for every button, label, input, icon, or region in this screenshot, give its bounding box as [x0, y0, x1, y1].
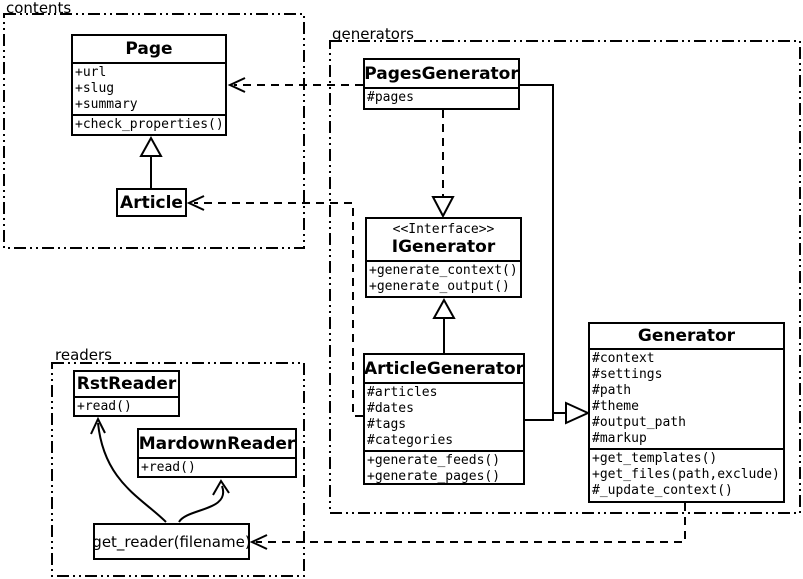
attribute: #dates	[367, 401, 414, 416]
attribute: +url	[75, 65, 107, 80]
class-page: Page +url +slug +summary +check_properti…	[71, 34, 227, 136]
package-readers-label: readers	[55, 346, 112, 364]
class-igenerator-stereotype: <<Interface>>	[392, 222, 495, 237]
method: +check_properties()	[75, 117, 224, 132]
class-rstreader-methods: +read()	[75, 396, 178, 415]
dependency-generator-to-getreader-arrow-icon	[249, 534, 268, 550]
class-page-attributes: +url +slug +summary	[73, 62, 225, 114]
package-contents-label: contents	[6, 0, 72, 17]
dependency-articlegenerator-to-article-arrow-icon	[186, 195, 205, 211]
method: +read()	[141, 460, 196, 475]
class-articlegenerator-name: ArticleGenerator	[363, 358, 525, 379]
attribute: #articles	[367, 385, 438, 400]
class-page-name: Page	[125, 39, 173, 59]
class-generator-methods: +get_templates() +get_files(path,exclude…	[590, 448, 783, 500]
dependency-pagesgenerator-to-page-arrow-icon	[227, 77, 246, 93]
attribute: #settings	[592, 367, 663, 382]
association-getreader-to-mardownreader-arrow-icon	[212, 479, 230, 496]
inheritance-article-to-page-triangle-icon	[139, 135, 163, 157]
dependency-articlegenerator-to-article-line	[194, 202, 363, 417]
realization-pagesgenerator-to-igenerator-triangle-icon	[431, 196, 455, 219]
association-getreader-to-mardownreader-curve	[178, 485, 225, 523]
inheritance-articlegenerator-to-igenerator-triangle-icon	[432, 297, 456, 319]
method: +read()	[77, 399, 132, 414]
attribute: #categories	[367, 433, 454, 448]
package-generators-border	[329, 40, 801, 514]
method: +get_files(path,exclude)	[592, 467, 780, 482]
class-page-methods: +check_properties()	[73, 114, 225, 134]
attribute: #path	[592, 383, 632, 398]
inheritance-generators-to-generator-triangle-icon	[565, 401, 591, 425]
class-generator-attributes: #context #settings #path #theme #output_…	[590, 348, 783, 448]
attribute: +summary	[75, 97, 138, 112]
class-pagesgenerator: PagesGenerator #pages	[363, 58, 520, 110]
class-articlegenerator: ArticleGenerator #articles #dates #tags …	[363, 353, 525, 485]
method: #_update_context()	[592, 483, 733, 498]
class-igenerator-name: IGenerator	[391, 237, 496, 257]
class-generator: Generator #context #settings #path #them…	[588, 322, 785, 503]
method: +get_templates()	[592, 451, 718, 466]
class-mardownreader-methods: +read()	[139, 457, 295, 476]
association-getreader-to-rstreader-curve	[97, 422, 167, 523]
class-pagesgenerator-name: PagesGenerator	[364, 63, 519, 84]
dependency-generator-to-getreader-line	[256, 503, 686, 543]
method: +generate_pages()	[367, 469, 501, 484]
attribute: #theme	[592, 399, 639, 414]
attribute: #markup	[592, 431, 647, 446]
attribute: #output_path	[592, 415, 686, 430]
class-rstreader: RstReader +read()	[73, 370, 180, 417]
package-generators-label: generators	[332, 25, 414, 43]
method: +generate_output()	[369, 279, 510, 294]
class-article: Article	[116, 188, 187, 217]
attribute: #tags	[367, 417, 407, 432]
class-article-name: Article	[120, 192, 183, 213]
attribute: #pages	[367, 90, 414, 105]
class-pagesgenerator-attributes: #pages	[365, 87, 518, 107]
function-get-reader: get_reader(filename)	[92, 523, 251, 560]
class-mardownreader-name: MardownReader	[138, 433, 296, 454]
attribute: #context	[592, 351, 655, 366]
attribute: +slug	[75, 81, 115, 96]
class-generator-name: Generator	[637, 326, 736, 346]
class-articlegenerator-attributes: #articles #dates #tags #categories	[365, 382, 523, 450]
class-igenerator-methods: +generate_context() +generate_output()	[367, 260, 520, 296]
class-igenerator-title: <<Interface>> IGenerator	[367, 219, 520, 260]
class-igenerator: <<Interface>> IGenerator +generate_conte…	[365, 217, 522, 298]
package-readers-border	[51, 362, 305, 577]
class-articlegenerator-methods: +generate_feeds() +generate_pages()	[365, 450, 523, 484]
inheritance-generators-to-generator-line	[520, 84, 554, 421]
class-mardownreader: MardownReader +read()	[137, 428, 297, 478]
method: +generate_context()	[369, 263, 518, 278]
method: +generate_feeds()	[367, 453, 501, 468]
package-contents-border	[3, 13, 305, 249]
association-getreader-to-rstreader-arrow-icon	[90, 416, 106, 435]
class-rstreader-name: RstReader	[76, 374, 177, 394]
